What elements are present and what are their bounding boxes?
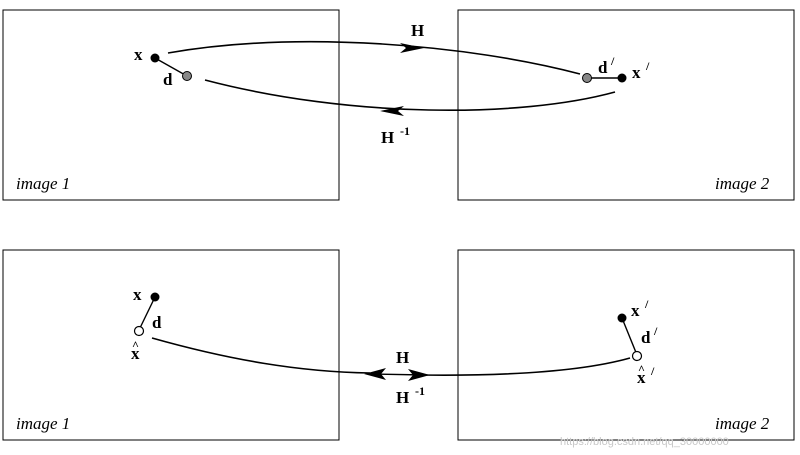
bottom-right-image-frame <box>457 249 795 441</box>
bottom-x-prime-label: x <box>631 301 640 320</box>
bottom-x-prime-mark: / <box>644 297 649 311</box>
bottom-x-label: x <box>133 285 142 304</box>
top-H-inv-exponent: -1 <box>400 124 410 138</box>
bottom-right-d-segment <box>621 317 638 356</box>
bottom-H-label: H <box>396 348 409 367</box>
double-arrow-left-head <box>364 368 386 380</box>
top-point-d-prime <box>582 73 592 83</box>
top-point-x <box>150 53 160 63</box>
bottom-d-prime-mark: / <box>653 324 658 338</box>
bottom-point-x-prime <box>617 313 627 323</box>
bottom-point-x <box>150 292 160 302</box>
bottom-point-xhat-prime <box>631 350 643 362</box>
double-arrow-right-head <box>408 369 430 381</box>
bottom-xhat-prime-mark: / <box>650 364 655 378</box>
bottom-left-image-label: image 1 <box>16 414 70 433</box>
hat-correspondence-curve-right <box>419 357 631 376</box>
forward-mapping-curve <box>167 40 581 75</box>
top-left-image-label: image 1 <box>16 174 70 193</box>
top-right-image-label: image 2 <box>715 174 770 193</box>
bottom-left-image-frame <box>2 249 340 441</box>
watermark: https://blog.csdn.net/qq_30000000 <box>560 436 729 448</box>
hat-correspondence-curve <box>151 337 371 374</box>
top-panel: image 1 image 2 H H -1 x d d / x / <box>2 9 795 201</box>
top-H-label: H <box>411 21 424 40</box>
bottom-xhat-prime-hat: ^ <box>638 362 645 376</box>
top-right-image-frame <box>457 9 795 201</box>
bottom-xhat-label: x <box>131 344 140 363</box>
forward-arrowhead <box>400 43 424 53</box>
bottom-H-inv-exponent: -1 <box>415 384 425 398</box>
bottom-right-image-label: image 2 <box>715 414 770 433</box>
bottom-d-label: d <box>152 313 162 332</box>
top-point-d <box>182 71 192 81</box>
inverse-mapping-curve <box>204 79 616 111</box>
bottom-d-prime-label: d <box>641 328 651 347</box>
bottom-point-xhat <box>133 325 145 337</box>
top-d-prime-label: d <box>598 58 608 77</box>
top-x-prime-label: x <box>632 63 641 82</box>
top-left-d-segment <box>154 57 188 77</box>
top-H-inv-label: H <box>381 128 394 147</box>
top-d-prime-mark: / <box>610 54 615 68</box>
inverse-arrowhead <box>380 106 404 116</box>
bottom-left-d-segment <box>138 296 156 331</box>
top-point-x-prime <box>617 73 627 83</box>
top-d-label: d <box>163 70 173 89</box>
top-left-image-frame <box>2 9 340 201</box>
bottom-xhat-prime-label: x <box>637 368 646 387</box>
top-x-label: x <box>134 45 143 64</box>
top-x-prime-mark: / <box>645 59 650 73</box>
bottom-xhat-hat: ^ <box>132 338 139 352</box>
bottom-panel: image 1 image 2 H H -1 x d x ^ x / d / x… <box>2 249 795 441</box>
bottom-H-inv-label: H <box>396 388 409 407</box>
